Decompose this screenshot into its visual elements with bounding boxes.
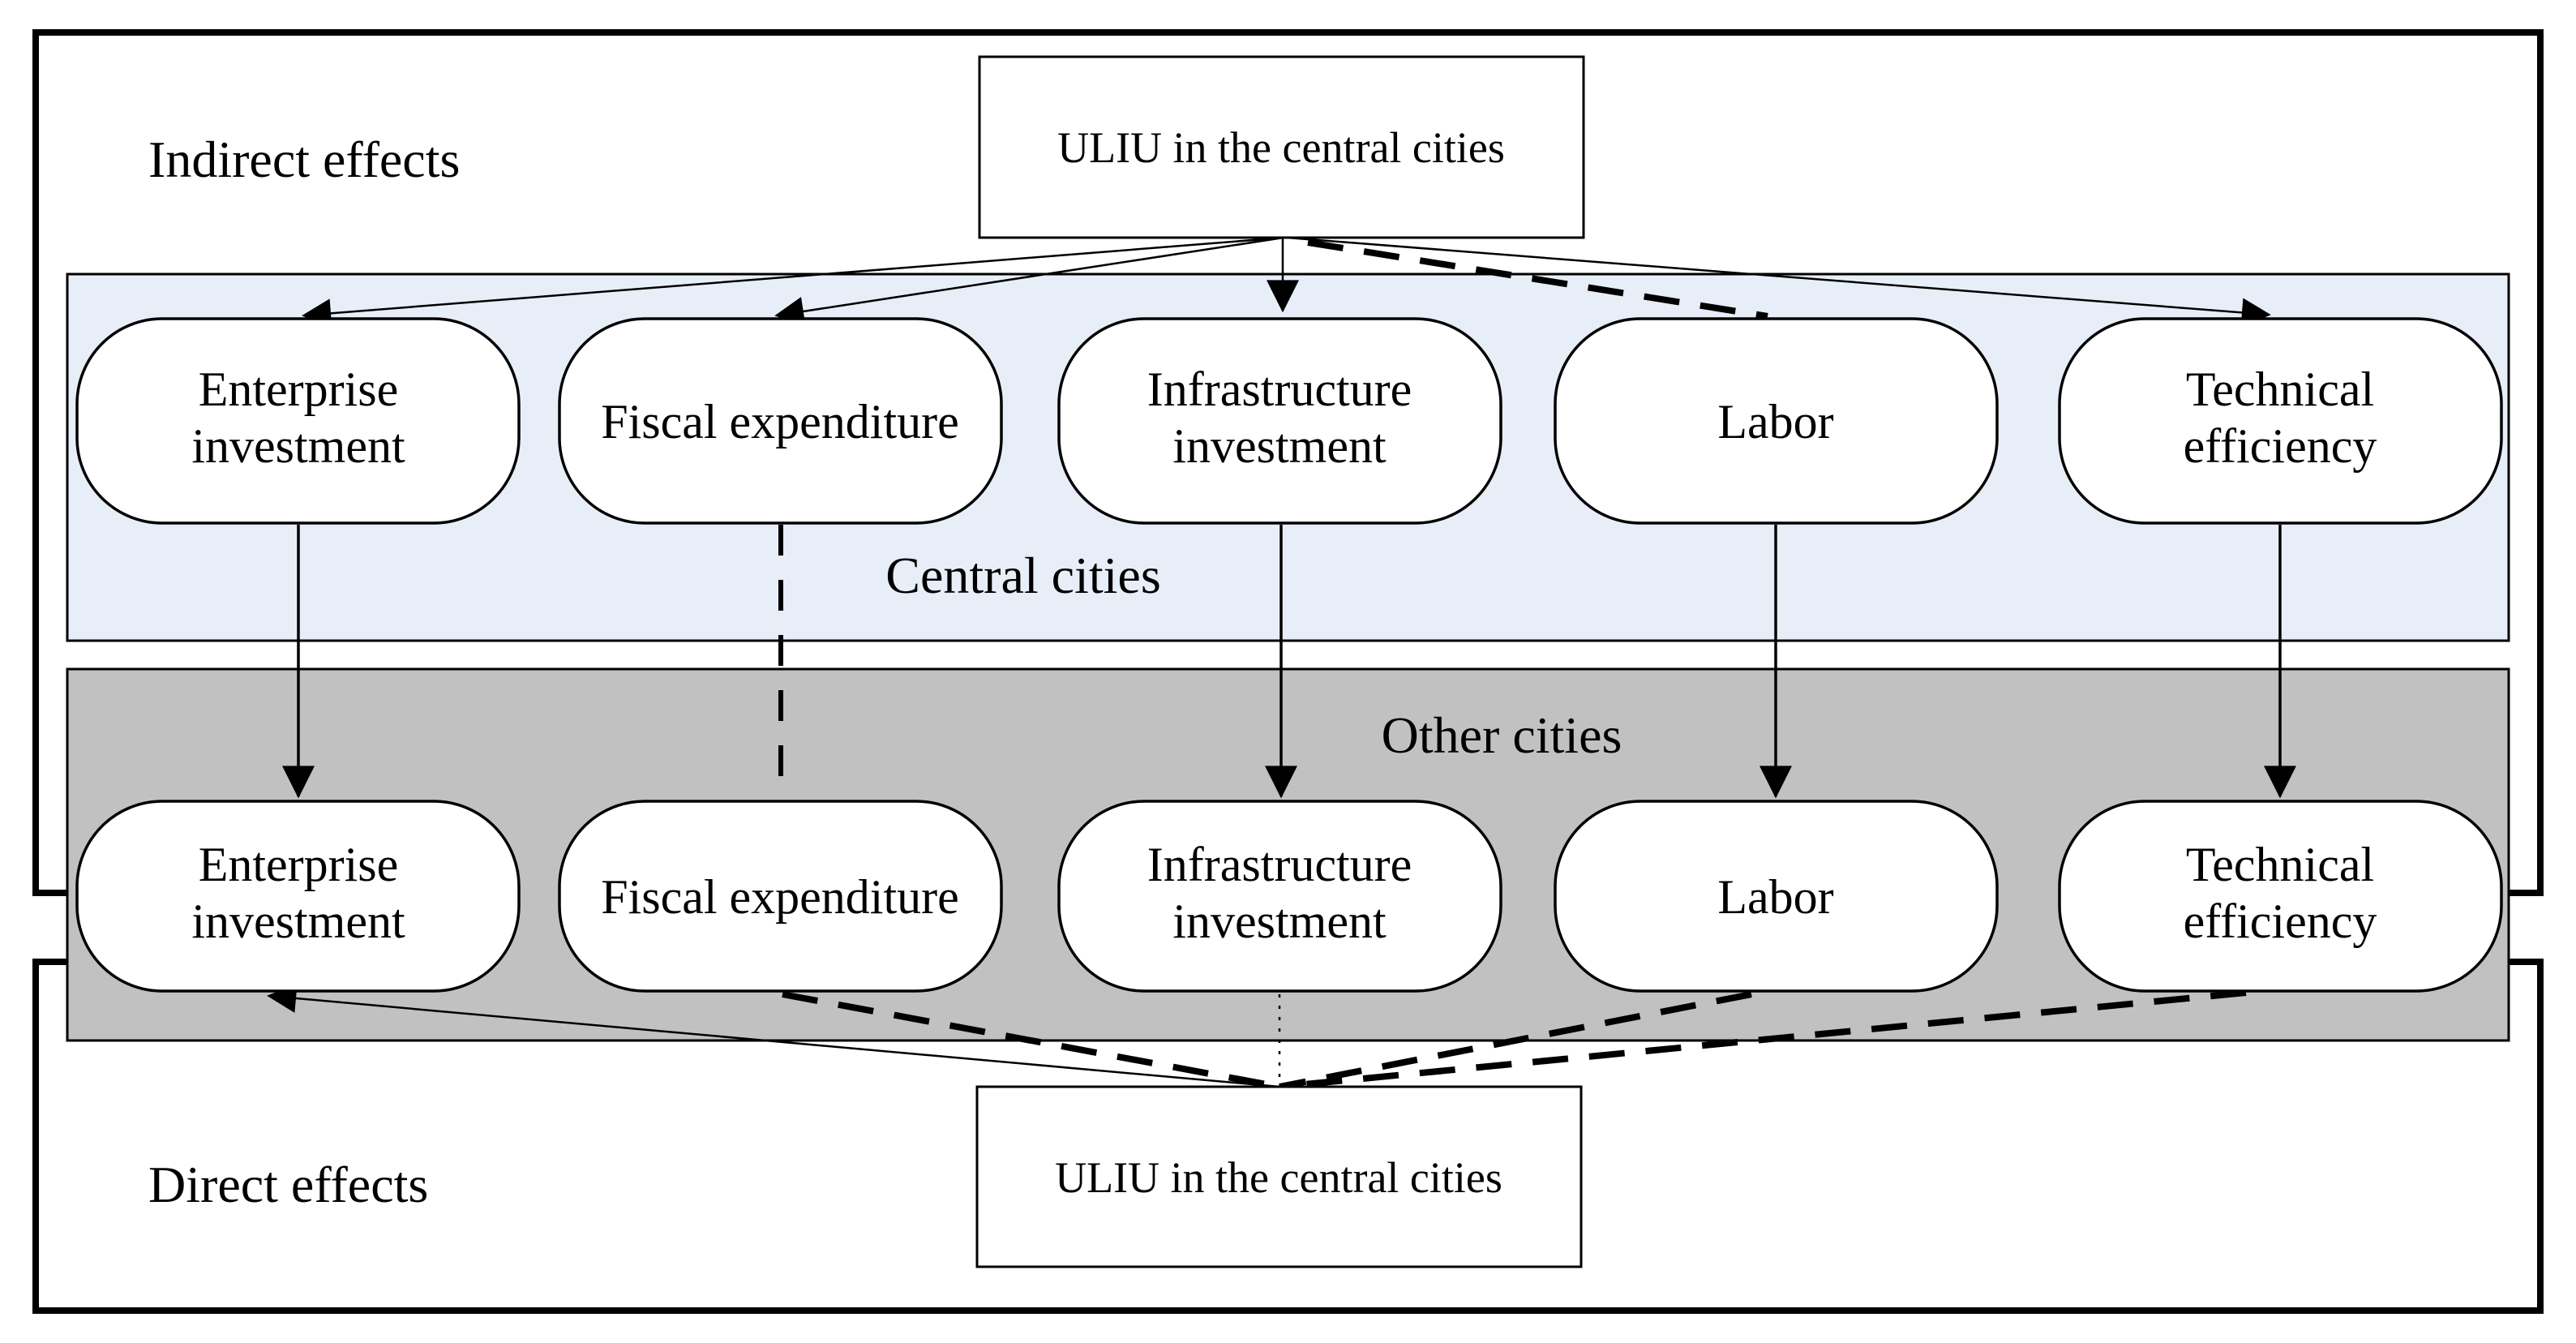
oval-label: Labor [1717, 395, 1833, 448]
central-oval-technical-efficiency: Technical efficiency [2058, 317, 2503, 525]
oval-shape [1057, 800, 1502, 993]
other-cities-band-label: Other cities [1382, 706, 1622, 764]
other-oval-infrastructure-investment: Infrastructure investment [1057, 800, 1502, 993]
oval-label: Infrastructure [1147, 838, 1412, 891]
oval-shape [558, 317, 1003, 525]
uliu-bottom-box-label: ULIU in the central cities [1055, 1153, 1502, 1202]
oval-shape [1554, 800, 1999, 993]
uliu-bottom-box [975, 1085, 1583, 1268]
oval-label: Technical [2186, 363, 2374, 416]
oval-label: Fiscal expenditure [601, 395, 959, 448]
oval-shape [1057, 317, 1502, 525]
other-oval-enterprise-investment: Enterprise investment [75, 800, 521, 993]
oval-label: efficiency [2184, 895, 2377, 948]
central-oval-fiscal-expenditure: Fiscal expenditure [558, 317, 1003, 525]
dashed-line-other-labor-to-uliu-bottom [1279, 991, 1752, 1090]
oval-label: Labor [1717, 870, 1833, 924]
oval-label: Enterprise [199, 838, 399, 891]
arrow-uliu-bottom-to-other-enterprise [267, 984, 1280, 1088]
oval-shape [1554, 317, 1999, 525]
direct-effects-label: Direct effects [148, 1156, 428, 1213]
arrow-uliu-to-central-technical [1286, 236, 2271, 328]
arrow-uliu-to-central-fiscal [774, 236, 1284, 326]
dashed-line-other-technical-to-uliu-bottom [1279, 989, 2247, 1090]
oval-label: efficiency [2184, 419, 2377, 473]
oval-label: investment [191, 419, 405, 473]
oval-label: investment [1172, 895, 1387, 948]
oval-shape [558, 800, 1003, 993]
central-oval-infrastructure-investment: Infrastructure investment [1057, 317, 1502, 525]
other-oval-fiscal-expenditure: Fiscal expenditure [558, 800, 1003, 993]
arrow-uliu-to-central-enterprise [302, 236, 1284, 328]
indirect-effects-label: Indirect effects [148, 131, 460, 188]
central-oval-labor: Labor [1554, 317, 1999, 525]
oval-label: Enterprise [199, 363, 399, 416]
other-oval-technical-efficiency: Technical efficiency [2058, 800, 2503, 993]
dashed-line-other-fiscal-to-uliu-bottom [782, 991, 1280, 1090]
oval-label: Technical [2186, 838, 2374, 891]
oval-shape [2058, 800, 2503, 993]
oval-shape [2058, 317, 2503, 525]
oval-label: Fiscal expenditure [601, 870, 959, 924]
uliu-top-box-label: ULIU in the central cities [1057, 123, 1505, 172]
oval-label: Infrastructure [1147, 363, 1412, 416]
oval-label: investment [191, 895, 405, 948]
dashed-line-uliu-to-central-labor [1307, 239, 1768, 320]
oval-label: investment [1172, 419, 1387, 473]
uliu-top-box [978, 55, 1585, 239]
other-oval-labor: Labor [1554, 800, 1999, 993]
central-oval-enterprise-investment: Enterprise investment [75, 317, 521, 525]
oval-shape [75, 800, 521, 993]
central-cities-band-label: Central cities [885, 547, 1160, 604]
oval-shape [75, 317, 521, 525]
